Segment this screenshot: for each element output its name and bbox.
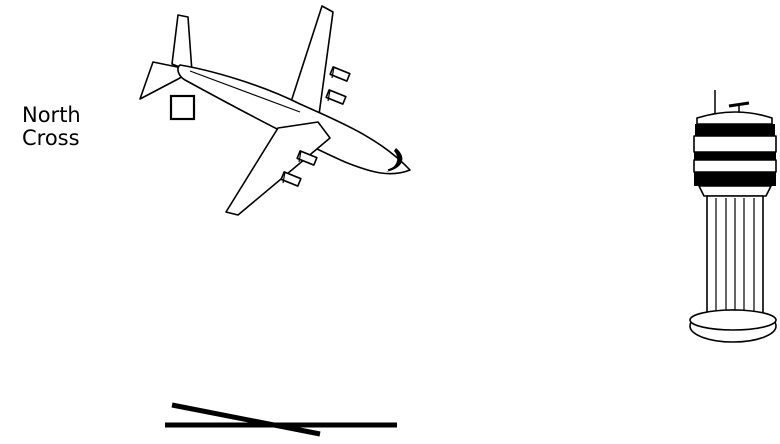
runway-icon <box>165 405 397 434</box>
square-marker-icon <box>171 96 194 119</box>
control-tower-icon <box>690 90 776 342</box>
airplane-icon <box>140 6 410 215</box>
